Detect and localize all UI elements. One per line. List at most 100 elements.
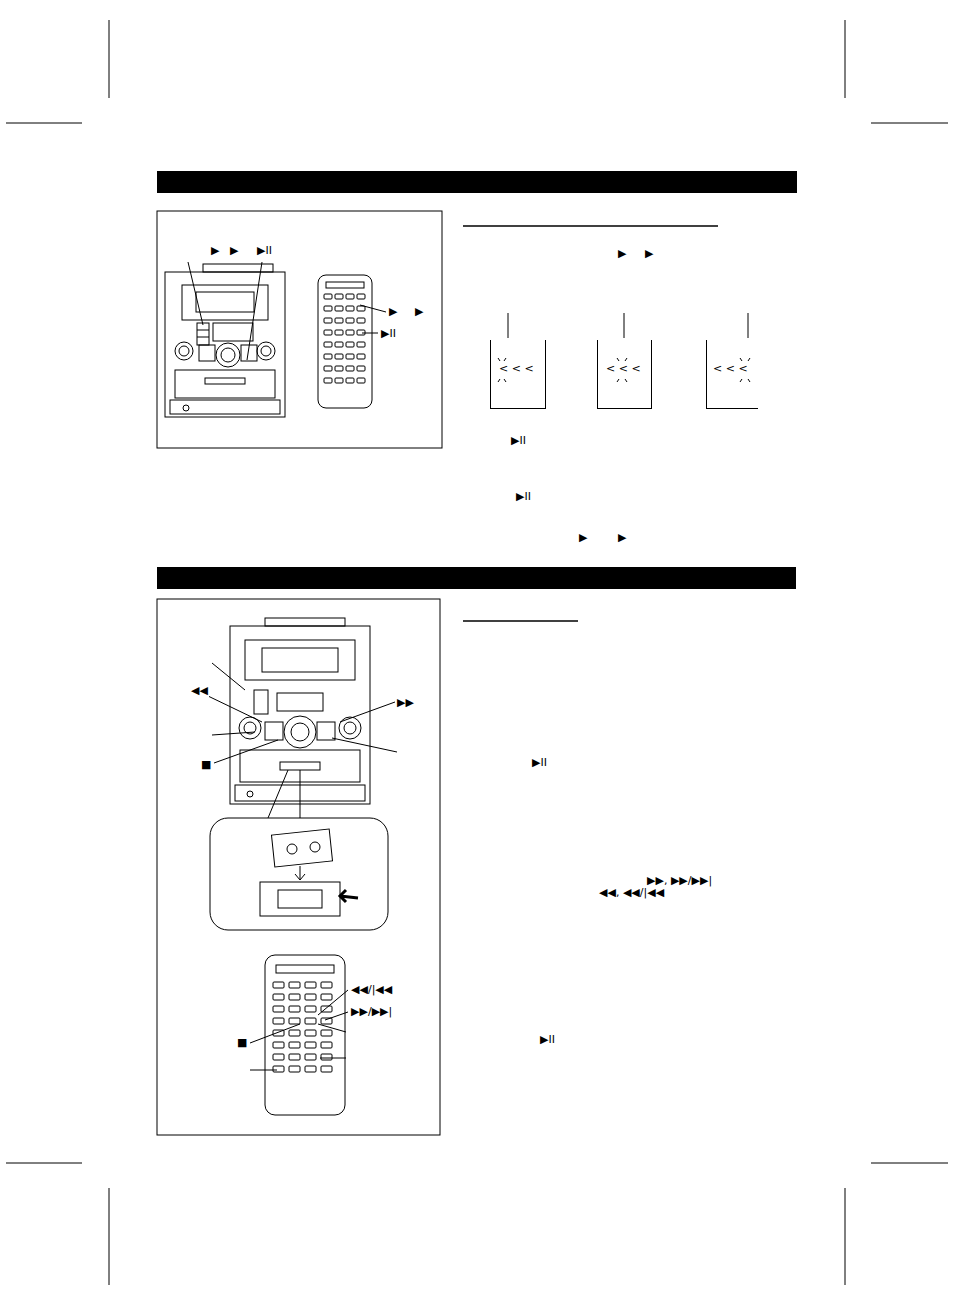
figure-frame — [157, 211, 442, 448]
remote-button — [305, 1018, 316, 1024]
remote-button — [321, 1018, 332, 1024]
remote-button — [321, 1066, 332, 1072]
button-symbol: ▶ — [578, 531, 588, 544]
remote-button — [335, 366, 343, 371]
button-symbol: ▶ — [644, 247, 654, 260]
button-symbol: ▶II — [515, 490, 532, 503]
remote-button — [273, 1042, 284, 1048]
remote-button — [305, 1054, 316, 1060]
remote-button — [321, 994, 332, 1000]
button-symbol: ▶▶/▶▶| — [350, 1005, 393, 1018]
remote-button — [289, 1042, 300, 1048]
remote-button — [324, 318, 332, 323]
remote-button — [335, 306, 343, 311]
remote-button — [289, 1030, 300, 1036]
remote-button — [273, 1054, 284, 1060]
remote-button — [346, 294, 354, 299]
remote-button — [346, 366, 354, 371]
remote-button — [357, 306, 365, 311]
remote-button — [324, 306, 332, 311]
remote-button — [346, 318, 354, 323]
button-symbol: ▶II — [539, 1033, 556, 1046]
leader-line — [188, 262, 748, 360]
button-symbol: ■ — [236, 1036, 248, 1049]
remote-button — [346, 330, 354, 335]
remote-button — [335, 318, 343, 323]
remote-button — [346, 378, 354, 383]
remote-button — [335, 378, 343, 383]
crop-marks — [6, 20, 948, 1285]
remote-button — [357, 342, 365, 347]
display-segments: < < < — [499, 362, 545, 375]
remote-button — [289, 1006, 300, 1012]
remote-button — [273, 1018, 284, 1024]
remote-button — [273, 982, 284, 988]
button-symbol: ▶ — [388, 305, 398, 318]
button-symbol: ▶ — [414, 305, 424, 318]
remote-button — [273, 1006, 284, 1012]
button-symbol: ▶▶ — [396, 696, 415, 709]
remote-button — [324, 294, 332, 299]
remote-button — [346, 342, 354, 347]
remote-control — [318, 275, 372, 408]
remote-button — [273, 1066, 284, 1072]
remote-button — [289, 1018, 300, 1024]
leader-line — [208, 663, 397, 1070]
button-symbol: ▶ — [210, 244, 220, 257]
remote-button — [335, 342, 343, 347]
remote-button — [357, 354, 365, 359]
remote-button — [305, 1066, 316, 1072]
remote-button — [289, 1054, 300, 1060]
remote-button — [335, 294, 343, 299]
display-window: < < < — [597, 340, 652, 409]
stereo-unit — [230, 618, 370, 818]
section-bar — [157, 567, 796, 589]
remote-button — [305, 1006, 316, 1012]
remote-button — [305, 1042, 316, 1048]
remote-button — [357, 294, 365, 299]
section-bar — [157, 171, 797, 193]
button-symbol: ▶ — [617, 247, 627, 260]
remote-button — [289, 994, 300, 1000]
button-symbol: ▶II — [380, 327, 397, 340]
display-segments: < < < — [713, 362, 758, 375]
remote-control — [265, 955, 345, 1115]
stereo-unit — [165, 264, 285, 417]
remote-button — [321, 1054, 332, 1060]
remote-button — [289, 982, 300, 988]
remote-button — [321, 982, 332, 988]
heading-rule — [463, 620, 578, 622]
remote-button — [324, 366, 332, 371]
button-symbol: ■ — [200, 758, 212, 771]
button-symbol: ◀◀ — [190, 684, 209, 697]
button-symbol: ▶II — [531, 756, 548, 769]
remote-button — [335, 354, 343, 359]
remote-button — [357, 378, 365, 383]
remote-button — [324, 378, 332, 383]
remote-button — [273, 994, 284, 1000]
button-symbol: ▶II — [510, 434, 527, 447]
remote-button — [335, 330, 343, 335]
remote-button — [305, 994, 316, 1000]
heading-rule — [463, 225, 718, 227]
remote-button — [324, 330, 332, 335]
remote-button — [305, 1030, 316, 1036]
remote-button — [324, 354, 332, 359]
remote-button — [289, 1066, 300, 1072]
remote-button — [321, 1042, 332, 1048]
remote-button — [357, 366, 365, 371]
remote-button — [346, 354, 354, 359]
display-window: < < < — [706, 340, 758, 409]
remote-button — [346, 306, 354, 311]
display-segments: < < < — [606, 362, 651, 375]
remote-button — [324, 342, 332, 347]
button-symbol: ▶ — [229, 244, 239, 257]
cassette-inset — [210, 818, 388, 930]
figure-frame — [157, 599, 440, 1135]
remote-button — [321, 1030, 332, 1036]
remote-button — [305, 982, 316, 988]
blink-mark — [498, 358, 750, 382]
button-symbol: ◀◀, ◀◀/|◀◀ — [598, 886, 665, 899]
button-symbol: ▶ — [617, 531, 627, 544]
